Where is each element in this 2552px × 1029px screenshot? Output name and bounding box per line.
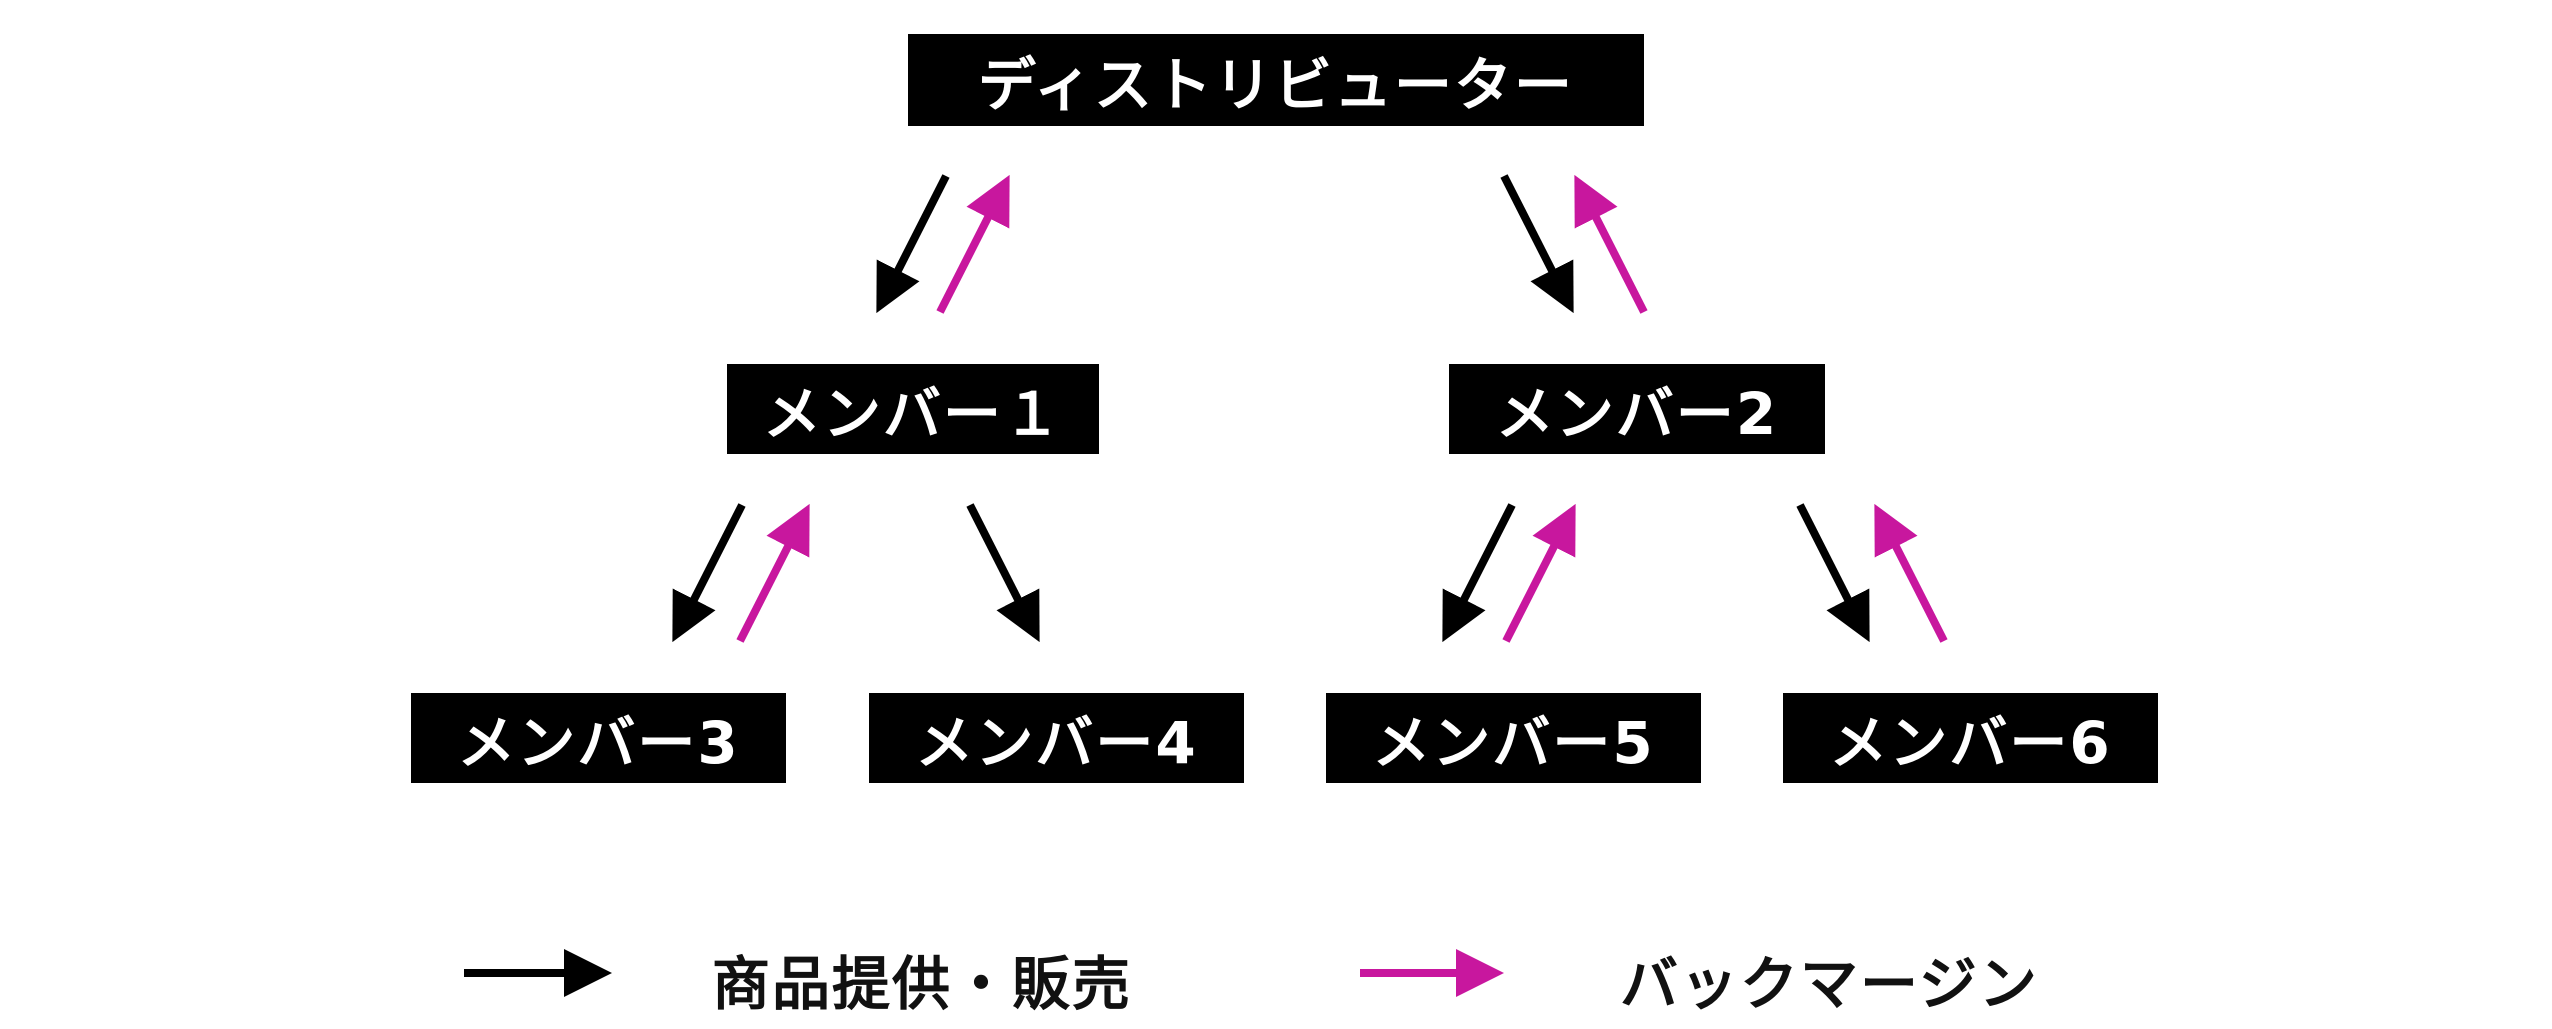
node-member6: メンバー6 [1783,693,2158,783]
node-member2-label: メンバー2 [1495,380,1779,448]
node-distributor: ディストリビューター [908,34,1644,126]
node-member3-label: メンバー3 [457,709,740,777]
edge-member2-member6-supply [1796,503,1870,643]
legend-supply-label: 商品提供・販売 [712,950,1133,1018]
node-distributor-label: ディストリビューター [978,51,1574,119]
edge-distributor-member2-supply [1500,174,1574,314]
node-member6-label: メンバー6 [1829,709,2112,777]
edge-member5-member2-margin [1502,503,1576,643]
legend-margin-label: バックマージン [1620,950,2039,1018]
node-member1: メンバー１ [727,364,1099,454]
node-member4-label: メンバー4 [915,709,1198,777]
edge-member3-member1-margin [736,503,810,643]
edge-member1-distributor-margin [936,174,1010,314]
edge-member1-member4-supply [966,503,1040,643]
node-member5: メンバー5 [1326,693,1701,783]
edge-member2-member5-supply [1442,503,1516,643]
edge-distributor-member1-supply [876,174,950,314]
edge-member1-member3-supply [672,503,746,643]
edge-member2-distributor-margin [1574,174,1648,314]
node-member2: メンバー2 [1449,364,1825,454]
node-member1-label: メンバー１ [762,380,1063,448]
node-member3: メンバー3 [411,693,786,783]
edge-member6-member2-margin [1874,503,1948,643]
node-member5-label: メンバー5 [1372,709,1655,777]
node-member4: メンバー4 [869,693,1244,783]
